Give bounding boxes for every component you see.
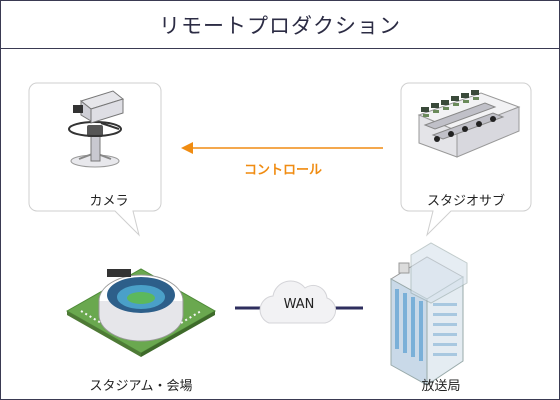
broadcast-station-label: 放送局 [421, 379, 461, 394]
control-room-icon [417, 90, 521, 158]
diagram-canvas: カメラ スタジオサブ コントロール WAN スタジアム・会場 放送局 [1, 49, 559, 399]
title-bar: リモートプロダクション [1, 1, 559, 49]
tv-camera-icon [68, 90, 125, 168]
control-label: コントロール [243, 163, 322, 178]
stadium-icon [65, 268, 217, 357]
stadium-label: スタジアム・会場 [89, 379, 193, 394]
studio-sub-label: スタジオサブ [426, 194, 505, 209]
office-building-icon [390, 242, 468, 386]
control-arrow [181, 142, 383, 154]
camera-label: カメラ [89, 194, 129, 209]
cloud-icon [259, 280, 337, 324]
diagram-graphics [28, 82, 532, 386]
wan-label: WAN [283, 297, 315, 312]
page-title: リモートプロダクション [159, 13, 401, 38]
